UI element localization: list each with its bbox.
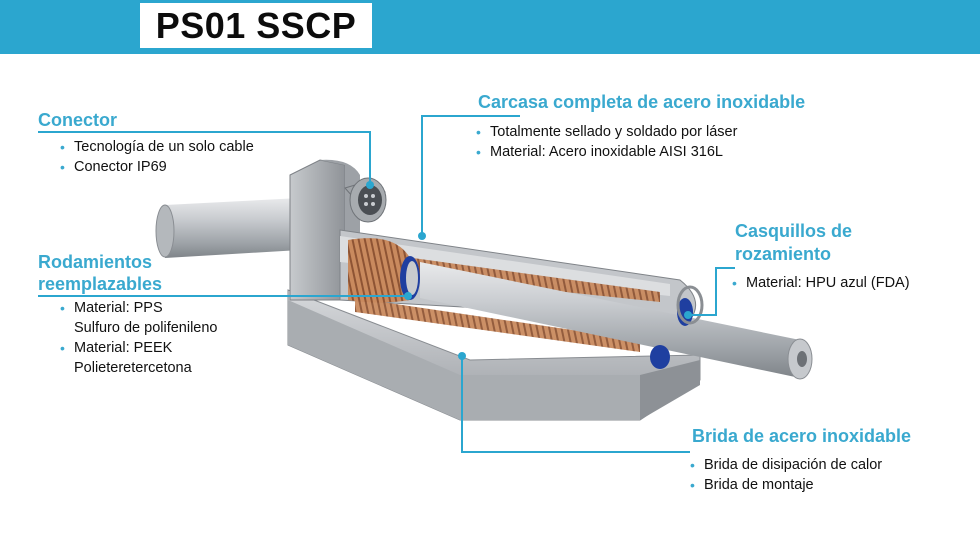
callout-title-rodamientos-line2: reemplazables xyxy=(38,274,163,294)
bullet-dot: • xyxy=(60,300,65,316)
bullet-list-brida: •Brida de disipación de calor •Brida de … xyxy=(688,455,882,495)
bullet-dot: • xyxy=(690,477,695,493)
bullet-item: •Material: Acero inoxidable AISI 316L xyxy=(476,144,723,160)
callout-title-carcasa: Carcasa completa de acero inoxidable xyxy=(478,92,806,112)
leader-brida-dot xyxy=(458,352,466,360)
bullet-list-carcasa: •Totalmente sellado y soldado por láser … xyxy=(474,122,737,162)
bullet-item: •Material: PEEK Polieteretercetona xyxy=(60,340,192,376)
leader-carcasa xyxy=(421,115,520,236)
bullet-list-rodamientos: •Material: PPS Sulfuro de polifenileno •… xyxy=(58,298,218,378)
leader-casquillos-dot xyxy=(684,311,692,319)
bullet-item: •Brida de disipación de calor xyxy=(690,457,883,473)
page-title: PS01 SSCP xyxy=(155,4,357,46)
leader-conector xyxy=(38,131,371,185)
bullet-dot: • xyxy=(476,144,481,160)
bullet-dot: • xyxy=(60,139,65,155)
bullet-dot: • xyxy=(732,275,737,291)
friction-bushing xyxy=(650,285,704,369)
leader-carcasa-dot xyxy=(418,232,426,240)
bullet-dot: • xyxy=(60,340,65,356)
leader-casquillos xyxy=(688,267,735,316)
leader-conector-dot xyxy=(366,181,374,189)
callout-title-brida: Brida de acero inoxidable xyxy=(692,426,912,446)
bullet-list-conector: •Tecnología de un solo cable •Conector I… xyxy=(58,137,254,177)
leader-brida xyxy=(461,356,690,453)
bullet-item: •Tecnología de un solo cable xyxy=(60,139,254,155)
bullet-dot: • xyxy=(476,124,481,140)
callout-title-casquillos-line1: Casquillos de xyxy=(735,221,853,241)
callout-title-rodamientos-line1: Rodamientos xyxy=(38,252,153,272)
leader-rodamientos-dot xyxy=(404,292,412,300)
connector xyxy=(344,177,387,223)
bullet-dot: • xyxy=(60,159,65,175)
bullet-item: •Conector IP69 xyxy=(60,159,167,175)
bullet-list-casquillos: •Material: HPU azul (FDA) xyxy=(730,273,910,293)
bullet-item: •Material: HPU azul (FDA) xyxy=(732,275,910,291)
bullet-item: •Totalmente sellado y soldado por láser xyxy=(476,124,738,140)
title-box: PS01 SSCP xyxy=(140,3,372,48)
leader-lines xyxy=(38,115,735,453)
bullet-item: •Material: PPS Sulfuro de polifenileno xyxy=(60,300,218,336)
flange-base xyxy=(287,289,701,421)
bullet-item: •Brida de montaje xyxy=(690,477,814,493)
callout-title-conector: Conector xyxy=(38,110,118,130)
rod-left xyxy=(155,198,300,258)
bullet-dot: • xyxy=(690,457,695,473)
rod-right xyxy=(420,262,813,380)
callout-title-casquillos-line2: rozamiento xyxy=(735,244,832,264)
